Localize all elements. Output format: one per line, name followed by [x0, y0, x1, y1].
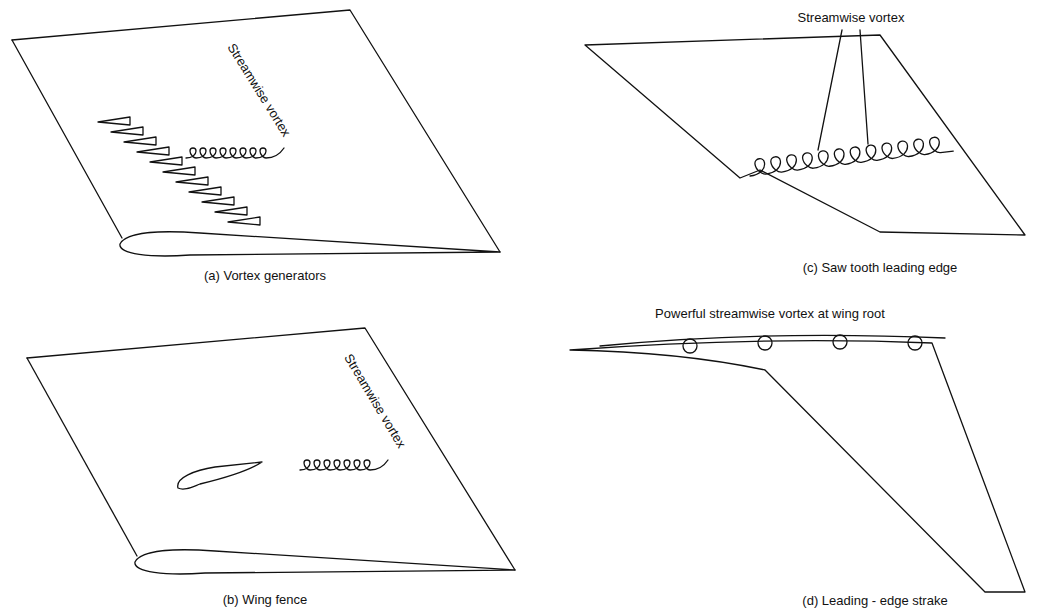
vortex-label: Powerful streamwise vortex at wing root — [655, 306, 885, 322]
wing-outline — [12, 10, 500, 252]
vortex-generator — [228, 217, 260, 225]
vortex-generator — [163, 167, 195, 175]
panel-caption: (a) Vortex generators — [204, 268, 326, 284]
root-vortex-loop — [758, 336, 772, 350]
panel-caption: (c) Saw tooth leading edge — [803, 260, 958, 276]
wing-a — [12, 10, 500, 256]
vortex-loops — [748, 135, 953, 176]
vortex-label: Streamwise vortex — [224, 41, 294, 140]
vortex-generator — [111, 127, 143, 135]
vortex-generator — [150, 157, 182, 165]
vortex-label: Streamwise vortex — [798, 10, 905, 26]
panel-caption: (d) Leading - edge strake — [802, 593, 947, 609]
vortex-generator — [189, 187, 221, 195]
vortex-generator — [215, 207, 247, 215]
panel-caption: (b) Wing fence — [223, 592, 308, 608]
vortex-generator — [137, 147, 169, 155]
root-airfoil — [120, 232, 500, 256]
wing-outline — [27, 328, 515, 570]
root-airfoil — [135, 550, 515, 574]
root-vortex-loop — [683, 339, 697, 353]
wing-outline — [570, 341, 1025, 592]
streamwise-vortex — [300, 460, 388, 470]
wing-b — [27, 328, 515, 574]
streamwise-vortex — [186, 148, 284, 158]
wing-outline — [585, 35, 1025, 235]
vortex-generator — [202, 197, 234, 205]
vortex-label: Streamwise vortex — [341, 351, 409, 451]
leader-line — [860, 30, 868, 144]
vortex-generator — [124, 137, 156, 145]
root-vortex-loop — [833, 335, 847, 349]
vortex-generator — [98, 117, 130, 125]
wing-fence — [178, 462, 262, 489]
streamwise-vortex — [748, 135, 953, 176]
leading-edge — [12, 40, 122, 238]
vortex-generators — [98, 117, 260, 225]
leading-edge — [27, 358, 137, 556]
root-vortex-loop — [908, 336, 922, 350]
leader-line — [818, 30, 842, 150]
vortex-generator — [176, 177, 208, 185]
